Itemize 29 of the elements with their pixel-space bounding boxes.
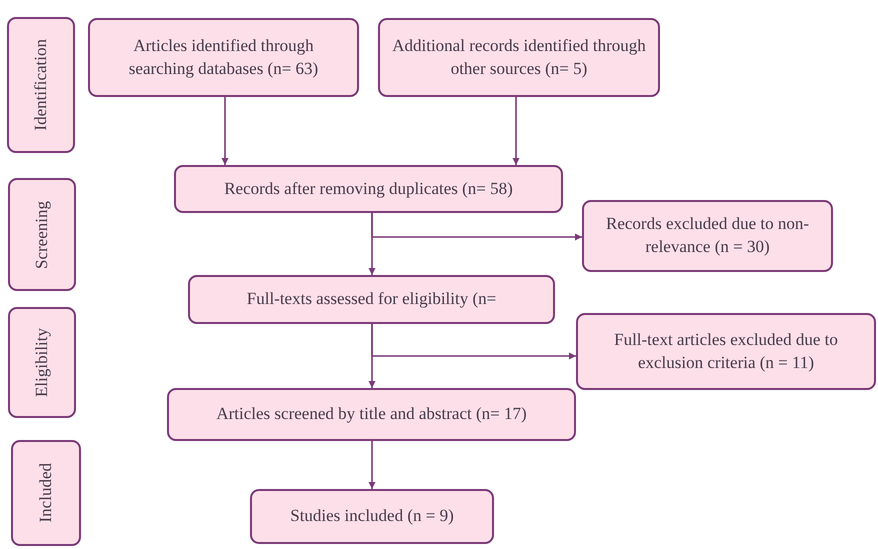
stage-label: Identification — [30, 39, 51, 131]
stage-label-box — [11, 440, 81, 546]
box-text: Articles identified through searching databases (n= 63) — [128, 34, 320, 80]
process-box — [174, 165, 563, 213]
stage-label: Included — [34, 463, 56, 523]
stage-label: Eligibility — [30, 328, 52, 397]
process-box — [88, 18, 359, 97]
stage-label-box — [7, 17, 75, 153]
process-box — [167, 388, 576, 441]
arrow — [368, 441, 376, 489]
box-text: Additional records identified through other sources (n= 5) — [391, 34, 647, 80]
arrow — [512, 97, 520, 165]
process-box — [582, 200, 833, 272]
box-text: Articles screened by title and abstract (n= 17) — [216, 403, 527, 426]
arrow — [371, 324, 576, 360]
process-box — [188, 275, 555, 324]
box-text: Full-texts assessed for eligibility (n= — [246, 288, 496, 310]
arrow — [222, 97, 228, 165]
box-text: Records after removing duplicates (n= 58) — [224, 178, 513, 200]
stage-label-box — [8, 307, 76, 418]
box-text: Studies included (n = 9) — [290, 505, 454, 528]
stage-label-box — [8, 178, 76, 291]
box-text: Records excluded due to non-relevance (n = 30) — [605, 213, 810, 258]
box-text: Full-text articles excluded due to exclusion criteria (n = 11) — [613, 328, 839, 374]
arrow — [371, 213, 582, 240]
process-box — [250, 489, 494, 544]
process-box — [378, 18, 660, 97]
process-box — [576, 313, 876, 390]
stage-label: Screening — [30, 200, 52, 268]
